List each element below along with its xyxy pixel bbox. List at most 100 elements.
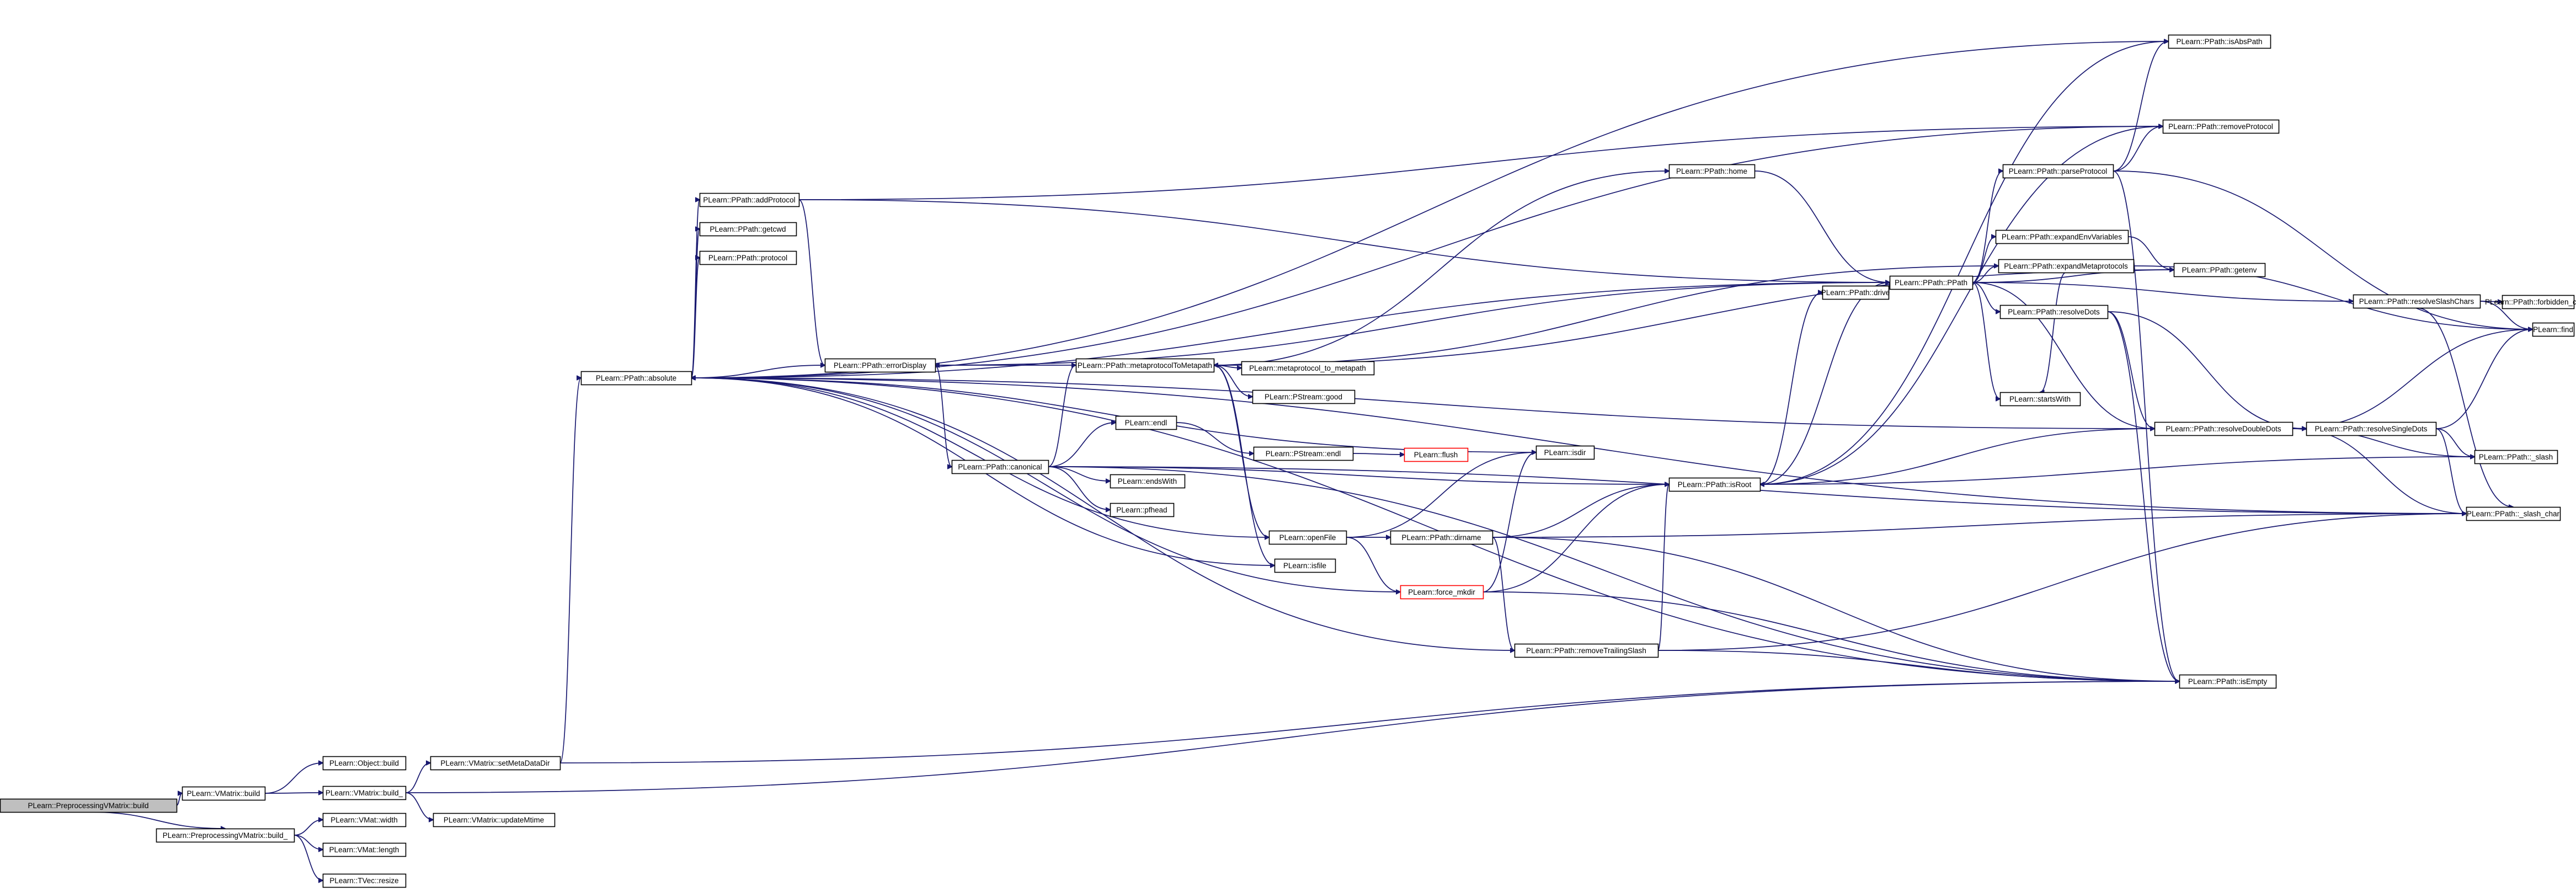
edge-resolveslashchars-to-slash_char <box>2416 307 2513 507</box>
node-vmatrix-build-[interactable]: PLearn::VMatrix::build_ <box>322 786 407 800</box>
node-errordisplay[interactable]: PLearn::PPath::errorDisplay <box>824 358 936 373</box>
node-box <box>699 250 797 265</box>
node-slash-char[interactable]: PLearn::PPath::_slash_char <box>2466 506 2561 521</box>
node-drive[interactable]: PLearn::PPath::drive <box>1821 285 1890 300</box>
node-resolveslashchars[interactable]: PLearn::PPath::resolveSlashChars <box>2353 294 2481 309</box>
node-label: PLearn::PPath::isRoot <box>1678 480 1752 489</box>
node-metaprotocol-to-metapath[interactable]: PLearn::metaprotocol_to_metapath <box>1241 361 1375 376</box>
node-setmetadatadir[interactable]: PLearn::VMatrix::setMetaDataDir <box>430 756 561 771</box>
edge-absolute-to-removeprotocol <box>691 126 2163 378</box>
node-label: PLearn::PreprocessingVMatrix::build <box>28 802 148 810</box>
edge-metaprotocoltometapath-to-getenv <box>1213 270 2174 366</box>
node-box <box>1514 643 1659 658</box>
node-box <box>2353 294 2481 309</box>
node-canonical[interactable]: PLearn::PPath::canonical <box>951 460 1049 474</box>
edge-ppath-to-getenv <box>1972 270 2174 283</box>
edge-isroot-to-removeprotocol <box>1759 126 2163 485</box>
edge-canonical-to-metaprotocoltometapath <box>1048 365 1076 467</box>
edge-addprotocol-to-ppath <box>798 199 1890 282</box>
node-getenv[interactable]: PLearn::PPath::getenv <box>2173 263 2266 277</box>
node-force-mkdir[interactable]: PLearn::force_mkdir <box>1400 585 1484 600</box>
edge-parseprotocol-to-isabspath <box>2113 41 2168 172</box>
node-label: PLearn::PPath::forbidden_chars <box>2485 298 2576 306</box>
node-label: PLearn::pfhead <box>1116 506 1167 514</box>
edge-removetrailingslash-to-isempty <box>1657 650 2179 681</box>
node-startswith[interactable]: PLearn::startsWith <box>1999 392 2081 407</box>
node-label: PLearn::openFile <box>1279 533 1336 542</box>
node-metaprotocoltometapath[interactable]: PLearn::PPath::metaprotocolToMetapath <box>1075 358 1215 373</box>
node-isfile[interactable]: PLearn::isfile <box>1274 558 1336 573</box>
node-flush[interactable]: PLearn::flush <box>1404 447 1469 462</box>
edge-metaprotocoltometapath-to-home <box>1213 171 1669 366</box>
node-expandmetaprotocols[interactable]: PLearn::PPath::expandMetaprotocols <box>1998 259 2135 274</box>
node-root[interactable]: PLearn::PreprocessingVMatrix::build <box>0 798 178 813</box>
node-label: PLearn::endl <box>1125 419 1167 427</box>
node-label: PLearn::VMat::length <box>329 846 399 854</box>
edge-canonical-to-endl <box>1048 423 1116 467</box>
edge-force_mkdir-to-isroot <box>1482 484 1669 592</box>
node-label: PLearn::flush <box>1414 451 1458 459</box>
node-box <box>951 460 1049 474</box>
node-box <box>1822 285 1890 300</box>
node-getcwd[interactable]: PLearn::PPath::getcwd <box>699 222 797 237</box>
node-vmat-length[interactable]: PLearn::VMat::length <box>322 842 407 857</box>
edge-metaprotocoltometapath-to-pstream_good <box>1213 365 1252 397</box>
edge-pstream_endl-to-flush <box>1352 453 1404 455</box>
edge-vmatrix_build_-to-isempty <box>405 681 2179 793</box>
node-resolvesingledots[interactable]: PLearn::PPath::resolveSingleDots <box>2306 421 2437 436</box>
edge-expandmetaprotocols-to-startswith <box>2040 272 2066 392</box>
node-resolvedots[interactable]: PLearn::PPath::resolveDots <box>1999 305 2109 319</box>
edge-removetrailingslash-to-absolute <box>691 378 1515 651</box>
node-box <box>2466 506 2561 521</box>
node-box <box>2002 164 2114 179</box>
node-box <box>1668 477 1761 492</box>
node-endl[interactable]: PLearn::endl <box>1115 415 1177 430</box>
node-label: PLearn::VMatrix::updateMtime <box>444 816 544 824</box>
node-home[interactable]: PLearn::PPath::home <box>1668 164 1756 179</box>
node-box <box>2474 450 2558 464</box>
node-dirname[interactable]: PLearn::PPath::dirname <box>1390 530 1494 545</box>
node-forbidden-chars[interactable]: PLearn::PPath::forbidden_chars <box>2485 295 2576 309</box>
node-pstream-endl[interactable]: PLearn::PStream::endl <box>1253 446 1354 461</box>
edge-parseprotocol-to-removeprotocol <box>2113 126 2163 172</box>
node-protocol[interactable]: PLearn::PPath::protocol <box>699 250 797 265</box>
node-label: PLearn::PreprocessingVMatrix::build_ <box>163 831 288 840</box>
node-box <box>433 813 556 827</box>
node-box <box>1535 445 1595 460</box>
node-box <box>2179 674 2277 689</box>
node-isabspath[interactable]: PLearn::PPath::isAbsPath <box>2168 34 2271 49</box>
node-preproc-build-[interactable]: PLearn::PreprocessingVMatrix::build_ <box>156 828 295 843</box>
node-label: PLearn::Object::build <box>329 759 399 767</box>
node-removetrailingslash[interactable]: PLearn::PPath::removeTrailingSlash <box>1514 643 1659 658</box>
node-label: PLearn::startsWith <box>2009 395 2071 403</box>
node-isempty[interactable]: PLearn::PPath::isEmpty <box>2179 674 2277 689</box>
edge-canonical-to-endswith <box>1048 466 1110 481</box>
node-endswith[interactable]: PLearn::endsWith <box>1110 474 1186 489</box>
node-isroot[interactable]: PLearn::PPath::isRoot <box>1668 477 1761 492</box>
node-slash[interactable]: PLearn::PPath::_slash <box>2474 450 2558 464</box>
node-vmat-width[interactable]: PLearn::VMat::width <box>322 813 407 827</box>
node-object-build[interactable]: PLearn::Object::build <box>322 756 407 771</box>
node-vmatrix-build[interactable]: PLearn::VMatrix::build <box>182 786 266 801</box>
node-removeprotocol[interactable]: PLearn::PPath::removeProtocol <box>2162 119 2280 134</box>
node-resolvedoubledots[interactable]: PLearn::PPath::resolveDoubleDots <box>2154 421 2294 436</box>
node-pfhead[interactable]: PLearn::pfhead <box>1110 503 1175 517</box>
node-pstream-good[interactable]: PLearn::PStream::good <box>1252 389 1356 404</box>
node-box <box>322 756 407 771</box>
node-label: PLearn::PPath::absolute <box>596 374 676 382</box>
edge-resolvedots-to-resolvedoubledots <box>2107 311 2154 429</box>
edge-metaprotocoltometapath-to-isfile <box>1213 365 1274 565</box>
node-absolute[interactable]: PLearn::PPath::absolute <box>580 371 692 386</box>
edge-preproc_build_-to-vmat_length <box>294 835 323 850</box>
node-openfile[interactable]: PLearn::openFile <box>1268 530 1347 545</box>
node-isdir[interactable]: PLearn::isdir <box>1535 445 1595 460</box>
node-ppath[interactable]: PLearn::PPath::PPath <box>1889 275 1974 290</box>
node-addprotocol[interactable]: PLearn::PPath::addProtocol <box>699 193 800 207</box>
node-box <box>1110 503 1175 517</box>
node-tvec-resize[interactable]: PLearn::TVec::resize <box>322 873 407 888</box>
node-parseprotocol[interactable]: PLearn::PPath::parseProtocol <box>2002 164 2114 179</box>
node-find[interactable]: PLearn::find <box>2532 322 2575 337</box>
node-label: PLearn::endsWith <box>1118 477 1177 485</box>
node-updatemtime[interactable]: PLearn::VMatrix::updateMtime <box>433 813 556 827</box>
node-expandenvvariables[interactable]: PLearn::PPath::expandEnvVariables <box>1995 229 2129 244</box>
